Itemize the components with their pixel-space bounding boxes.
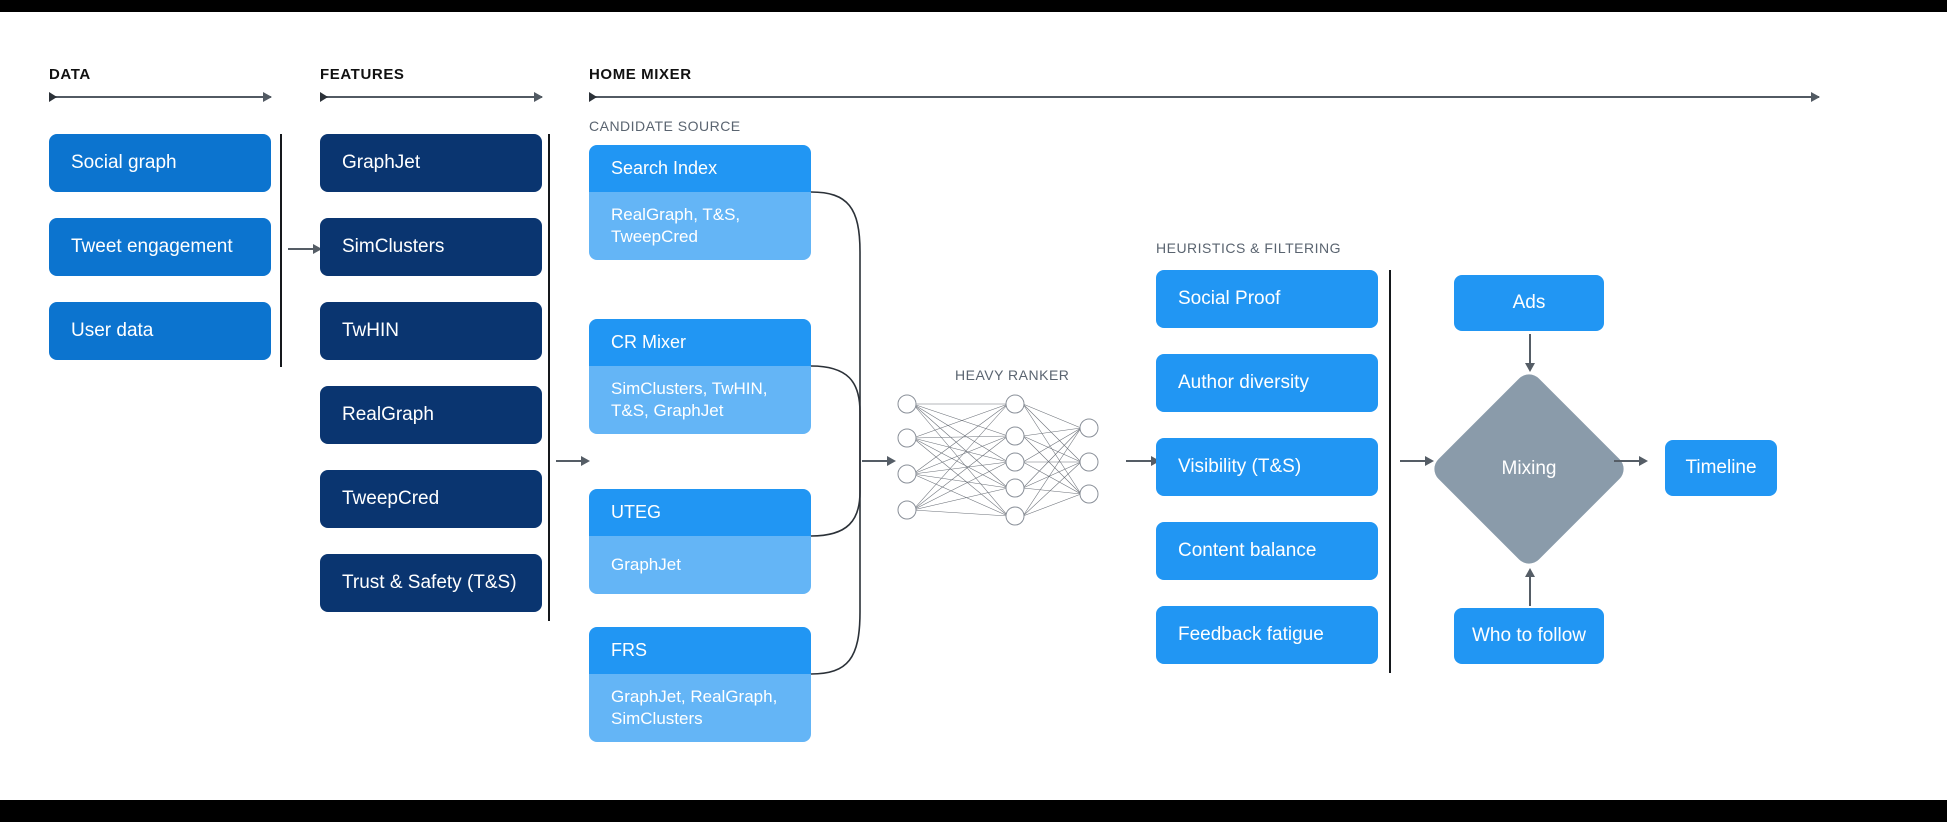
- output-box-label: Who to follow: [1471, 625, 1587, 647]
- heuristic-box-label: Content balance: [1178, 540, 1317, 562]
- arrow-data-to-features: [288, 244, 322, 254]
- heuristic-box-content-balance[interactable]: Content balance: [1156, 522, 1378, 580]
- section-title-data: DATA: [49, 66, 91, 83]
- heuristic-box-label: Social Proof: [1178, 288, 1281, 310]
- feature-box-label: TwHIN: [342, 320, 399, 342]
- section-arrow-home-mixer: [589, 92, 1820, 102]
- section-subtitle-heavy-ranker: HEAVY RANKER: [955, 367, 1070, 383]
- output-box-label: Timeline: [1685, 457, 1757, 479]
- candidate-source-name: CR Mixer: [589, 319, 811, 366]
- output-box-ads[interactable]: Ads: [1454, 275, 1604, 331]
- feature-box-label: SimClusters: [342, 236, 445, 258]
- arrow-mixing-to-timeline: [1614, 456, 1648, 466]
- arrow-heuristics-to-mixing: [1400, 456, 1434, 466]
- heuristic-box-social-proof[interactable]: Social Proof: [1156, 270, 1378, 328]
- candidate-source-detail: RealGraph, T&S, TweepCred: [589, 192, 811, 260]
- output-box-timeline[interactable]: Timeline: [1665, 440, 1777, 496]
- mixing-label: Mixing: [1501, 458, 1557, 479]
- candidate-source-card-frs[interactable]: FRS GraphJet, RealGraph, SimClusters: [589, 627, 811, 742]
- data-box-label: User data: [71, 320, 154, 342]
- candidate-source-name: Search Index: [589, 145, 811, 192]
- data-box-label: Tweet engagement: [71, 236, 233, 258]
- section-title-home-mixer: HOME MIXER: [589, 66, 692, 83]
- output-box-label: Ads: [1512, 292, 1546, 314]
- heavy-ranker-neural-net: [897, 394, 1099, 526]
- feature-box-simclusters[interactable]: SimClusters: [320, 218, 542, 276]
- section-arrow-features: [320, 92, 543, 102]
- section-title-features: FEATURES: [320, 66, 405, 83]
- feature-box-tweepcred[interactable]: TweepCred: [320, 470, 542, 528]
- output-box-who-to-follow[interactable]: Who to follow: [1454, 608, 1604, 664]
- top-letterbox-bar: [0, 0, 1947, 12]
- section-subtitle-candidate-source: CANDIDATE SOURCE: [589, 118, 741, 134]
- candidate-source-detail: GraphJet, RealGraph, SimClusters: [589, 674, 811, 742]
- candidate-source-name: FRS: [589, 627, 811, 674]
- diagram-canvas: DATA FEATURES HOME MIXER CANDIDATE SOURC…: [0, 12, 1947, 800]
- feature-box-twhin[interactable]: TwHIN: [320, 302, 542, 360]
- heuristic-box-author-diversity[interactable]: Author diversity: [1156, 354, 1378, 412]
- feature-box-trust-safety[interactable]: Trust & Safety (T&S): [320, 554, 542, 612]
- data-box-social-graph[interactable]: Social graph: [49, 134, 271, 192]
- candidate-source-connectors: [810, 191, 861, 675]
- arrow-features-to-candidate-source: [556, 456, 590, 466]
- candidate-source-detail: SimClusters, TwHIN, T&S, GraphJet: [589, 366, 811, 434]
- feature-box-graphjet[interactable]: GraphJet: [320, 134, 542, 192]
- heuristic-box-visibility[interactable]: Visibility (T&S): [1156, 438, 1378, 496]
- section-subtitle-heuristics: HEURISTICS & FILTERING: [1156, 240, 1341, 256]
- arrow-ranker-to-heuristics: [1126, 456, 1160, 466]
- arrow-who-to-follow-to-mixing: [1525, 568, 1535, 606]
- divider-heuristics-output: [1389, 270, 1391, 673]
- candidate-source-name: UTEG: [589, 489, 811, 536]
- feature-box-realgraph[interactable]: RealGraph: [320, 386, 542, 444]
- feature-box-label: GraphJet: [342, 152, 421, 174]
- heuristic-box-label: Author diversity: [1178, 372, 1309, 394]
- bottom-letterbox-bar: [0, 800, 1947, 822]
- heuristic-box-feedback-fatigue[interactable]: Feedback fatigue: [1156, 606, 1378, 664]
- data-box-tweet-engagement[interactable]: Tweet engagement: [49, 218, 271, 276]
- feature-box-label: RealGraph: [342, 404, 434, 426]
- divider-data-features: [280, 134, 282, 367]
- arrow-candidate-source-to-ranker: [862, 456, 896, 466]
- feature-box-label: Trust & Safety (T&S): [342, 572, 517, 594]
- heuristic-box-label: Visibility (T&S): [1178, 456, 1302, 478]
- arrow-ads-to-mixing: [1525, 334, 1535, 372]
- candidate-source-detail: GraphJet: [589, 536, 811, 594]
- candidate-source-card-search-index[interactable]: Search Index RealGraph, T&S, TweepCred: [589, 145, 811, 260]
- candidate-source-card-cr-mixer[interactable]: CR Mixer SimClusters, TwHIN, T&S, GraphJ…: [589, 319, 811, 434]
- data-box-user-data[interactable]: User data: [49, 302, 271, 360]
- heuristic-box-label: Feedback fatigue: [1178, 624, 1324, 646]
- feature-box-label: TweepCred: [342, 488, 440, 510]
- section-arrow-data: [49, 92, 272, 102]
- data-box-label: Social graph: [71, 152, 177, 174]
- candidate-source-card-uteg[interactable]: UTEG GraphJet: [589, 489, 811, 594]
- divider-features-mixer: [548, 134, 550, 621]
